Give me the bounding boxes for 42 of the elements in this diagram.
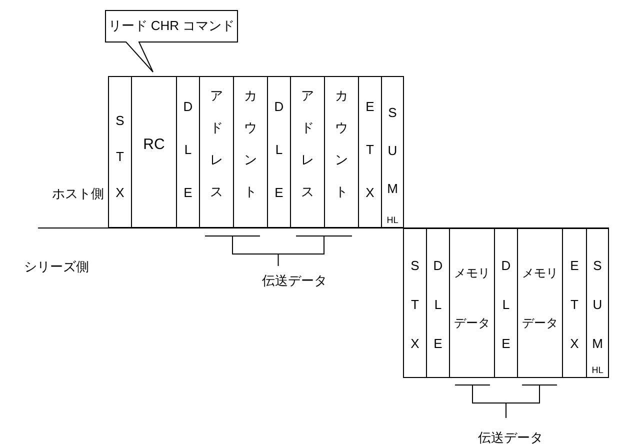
frame-field — [131, 76, 177, 228]
subscript-label: HL — [592, 365, 604, 375]
frame-field — [176, 76, 200, 228]
field-label: DLE — [432, 257, 444, 353]
field-label: DLE — [182, 98, 194, 202]
field-label: カウント — [335, 87, 348, 201]
field-label: メモリデータ — [521, 265, 559, 332]
side-label: ホスト側 — [52, 185, 104, 203]
field-label: カウント — [244, 87, 257, 201]
frame-field — [267, 76, 291, 228]
frame-field — [426, 228, 450, 378]
frame-field — [494, 228, 518, 378]
bracket-label: 伝送データ — [262, 272, 327, 290]
field-label: STX — [410, 257, 420, 353]
field-label: ETX — [569, 257, 580, 353]
field-label: DLE — [273, 98, 285, 202]
field-label: ETX — [364, 98, 376, 202]
bracket-label: 伝送データ — [478, 429, 543, 447]
field-label: RC — [143, 135, 165, 155]
frame-field — [586, 228, 609, 378]
frame-field — [517, 228, 563, 378]
frame-field — [358, 76, 382, 228]
frame-field — [199, 76, 234, 228]
frame-field — [233, 76, 268, 228]
callout-text: リード CHR コマンド — [108, 17, 235, 35]
frame-field — [108, 76, 132, 228]
frame-field — [403, 228, 427, 378]
field-label: アドレス — [301, 87, 314, 201]
frame-field — [290, 76, 325, 228]
field-label: メモリデータ — [453, 265, 491, 332]
side-label: シリーズ側 — [24, 258, 89, 276]
callout-bubble — [105, 10, 238, 73]
frame-field — [449, 228, 495, 378]
subscript-label: HL — [386, 215, 398, 225]
field-label: アドレス — [210, 87, 223, 201]
frame-field — [562, 228, 587, 378]
frame-field — [381, 76, 404, 228]
frame-field — [324, 76, 359, 228]
field-label: SUM — [386, 104, 399, 198]
field-label: STX — [114, 112, 126, 202]
field-label: DLE — [500, 257, 512, 353]
field-label: SUM — [591, 257, 604, 353]
